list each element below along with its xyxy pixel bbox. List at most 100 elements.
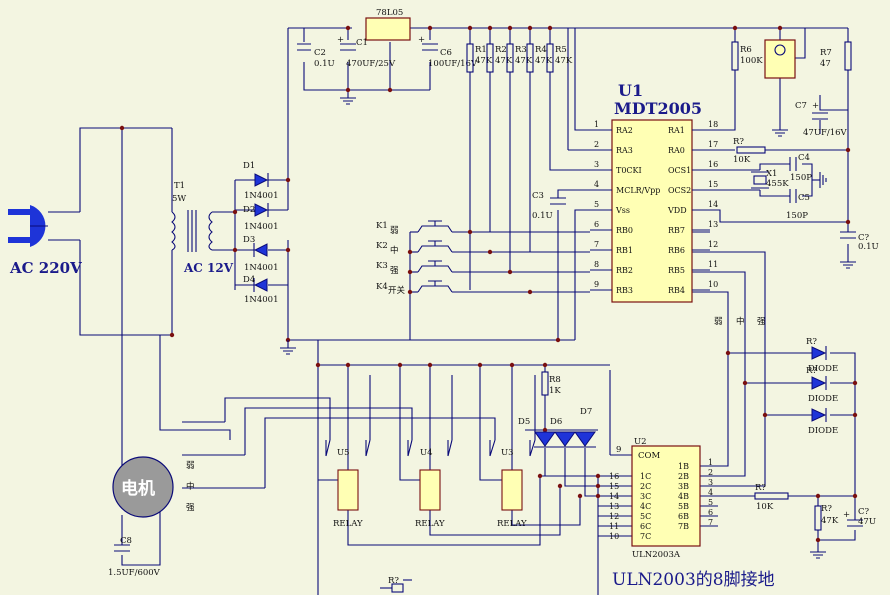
- capacitor-c-bypass: C? 0.1U: [840, 231, 879, 269]
- u1-pin-name: RB1: [616, 246, 633, 255]
- svg-text:K1: K1: [376, 221, 388, 231]
- u1-pin-name: RB2: [616, 266, 633, 275]
- u1-pin-name: RA3: [616, 146, 633, 155]
- resistor-r2: R2 47K: [486, 43, 513, 73]
- u2-ref: U2: [634, 437, 647, 447]
- c6-value: 100UF/16V: [428, 59, 478, 69]
- resistor-r-bottom: R?: [388, 576, 404, 593]
- u1-pin-num: 17: [708, 140, 718, 149]
- u1-pin-name: VDD: [667, 206, 687, 215]
- svg-text:+: +: [812, 101, 819, 111]
- svg-text:R?: R?: [806, 337, 817, 347]
- u1-pin-name: RB6: [668, 246, 685, 255]
- c2-value: 0.1U: [314, 59, 335, 69]
- u1-ref: U1: [618, 81, 643, 100]
- capacitor-c8: C8 1.5UF/600V: [108, 536, 161, 578]
- svg-text:强: 强: [390, 266, 399, 276]
- u2-pin-num: 1: [708, 458, 713, 467]
- u2-pin-name: 1C: [640, 472, 651, 481]
- svg-text:开关: 开关: [388, 285, 406, 296]
- potentiometer: [764, 39, 796, 137]
- svg-text:强: 强: [186, 503, 195, 513]
- svg-text:47K: 47K: [555, 56, 573, 66]
- svg-text:DIODE: DIODE: [808, 426, 838, 436]
- u1-pin-num: 1: [594, 120, 599, 129]
- svg-text:1N4001: 1N4001: [244, 191, 278, 201]
- svg-text:+: +: [843, 510, 850, 520]
- u2-pin-name: 4C: [640, 502, 651, 511]
- key-k2: K2 中: [376, 240, 453, 256]
- u1-pin-num: 8: [594, 260, 599, 269]
- c1-value: 470UF/25V: [346, 59, 396, 69]
- svg-text:RELAY: RELAY: [415, 519, 445, 529]
- u1-pin-num: 2: [594, 140, 599, 149]
- u1-pin-name: RA1: [668, 126, 685, 135]
- svg-text:C8: C8: [120, 536, 132, 546]
- capacitor-c3: C3 0.1U: [532, 191, 566, 221]
- u2-pin9: 9: [616, 445, 621, 455]
- u2-pin-num: 12: [609, 512, 619, 521]
- ac-input-label: AC 220V: [9, 259, 82, 277]
- u2-pin-num: 7: [708, 518, 713, 527]
- svg-text:C5: C5: [798, 193, 810, 203]
- svg-text:+: +: [418, 35, 425, 45]
- svg-text:D2: D2: [243, 205, 255, 215]
- speed-labels: 弱 中 强: [714, 316, 766, 327]
- resistor-r5: R5 47K: [546, 43, 573, 73]
- u1-pin-num: 11: [708, 260, 718, 269]
- u2-pin-name: 6C: [640, 522, 651, 531]
- u1-pin-name: RA2: [616, 126, 633, 135]
- led-d5: D5: [518, 417, 556, 448]
- svg-text:47K: 47K: [821, 516, 839, 526]
- key-k1: K1 弱: [376, 220, 453, 236]
- resistor-r-pulldown: R? 47K: [810, 504, 839, 559]
- capacitor-c6: + C6 100UF/16V: [418, 35, 478, 69]
- u2-pin-num: 2: [708, 468, 713, 477]
- ac-plug-icon: AC 220V: [8, 205, 82, 277]
- u2-pin-num: 5: [708, 498, 713, 507]
- u1-pin-name: RA0: [668, 146, 685, 155]
- diode-right-2: R? DIODE: [806, 366, 838, 404]
- transformer-secondary: AC 12V: [183, 261, 234, 275]
- svg-text:C7: C7: [795, 101, 807, 111]
- svg-text:R6: R6: [740, 45, 752, 55]
- svg-text:弱: 弱: [714, 317, 723, 327]
- svg-text:C?: C?: [858, 233, 870, 243]
- svg-text:C?: C?: [858, 507, 870, 517]
- u1-part: MDT2005: [614, 99, 702, 118]
- c1-ref: C1: [356, 38, 368, 48]
- u1-pin-num: 3: [594, 160, 599, 169]
- u1-pin-num: 5: [594, 200, 599, 209]
- svg-text:10K: 10K: [756, 502, 774, 512]
- capacitor-c5: C5 150P: [786, 189, 810, 221]
- svg-text:K4: K4: [376, 282, 388, 292]
- svg-text:D5: D5: [518, 417, 530, 427]
- svg-text:R5: R5: [555, 45, 567, 55]
- svg-text:D7: D7: [580, 407, 592, 417]
- svg-text:R8: R8: [549, 375, 561, 385]
- svg-text:D6: D6: [550, 417, 562, 427]
- svg-text:R?: R?: [755, 483, 766, 493]
- svg-text:R1: R1: [475, 45, 487, 55]
- u1-pin-num: 10: [708, 280, 718, 289]
- u2-pin-name: 1B: [678, 462, 689, 471]
- u1-pin-name: RB5: [668, 266, 685, 275]
- u1-pin-name: RB4: [668, 286, 685, 295]
- u2-pin-num: 10: [609, 532, 619, 541]
- u1-pin-num: 14: [708, 200, 718, 209]
- crystal-x1: X1 455K: [751, 169, 789, 189]
- svg-text:47UF/16V: 47UF/16V: [803, 128, 848, 138]
- svg-text:0.1U: 0.1U: [858, 242, 879, 252]
- svg-text:K2: K2: [376, 241, 388, 251]
- caption: ULN2003的8脚接地: [612, 570, 775, 590]
- u1-pin-num: 4: [594, 180, 599, 189]
- svg-text:455K: 455K: [766, 179, 789, 189]
- svg-text:1N4001: 1N4001: [244, 263, 278, 273]
- svg-text:中: 中: [390, 245, 399, 256]
- ground-main: [280, 340, 296, 355]
- u1-pin-num: 15: [708, 180, 718, 189]
- c2-ref: C2: [314, 48, 326, 58]
- svg-text:47U: 47U: [858, 517, 876, 527]
- relay-u4: U4 RELAY: [407, 439, 453, 529]
